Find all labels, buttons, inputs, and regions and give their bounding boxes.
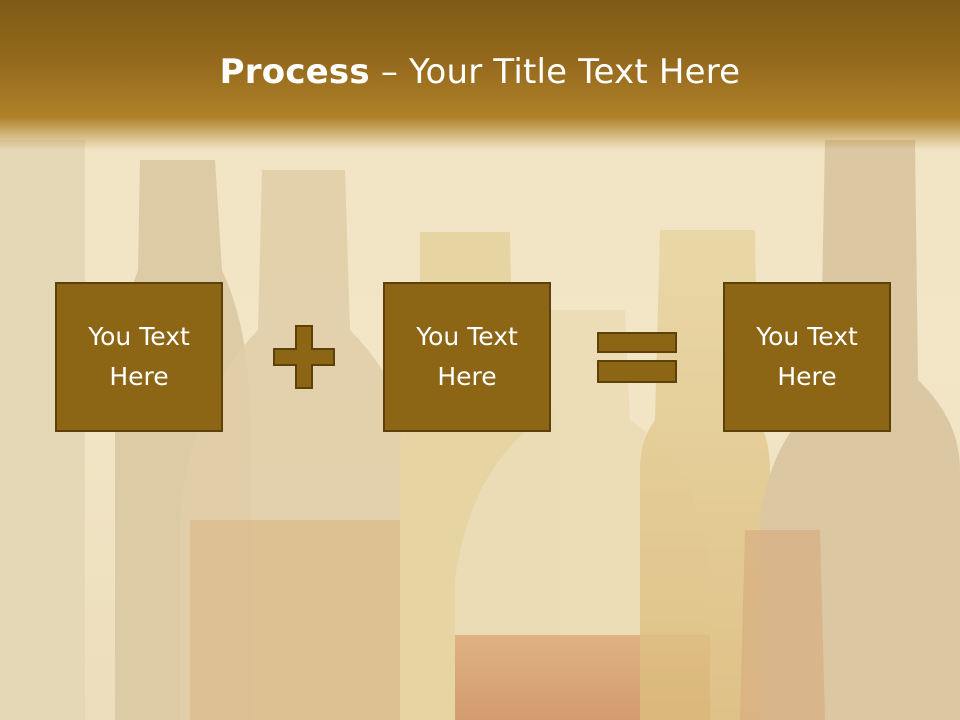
- process-box-2[interactable]: You Text Here: [383, 282, 551, 432]
- process-box-3[interactable]: You Text Here: [723, 282, 891, 432]
- process-box-1-text: You Text Here: [88, 322, 190, 391]
- plus-icon: [273, 325, 335, 389]
- slide-title: Process – Your Title Text Here: [0, 52, 960, 92]
- title-separator: –: [369, 52, 410, 92]
- title-bar: [0, 0, 960, 150]
- process-box-3-text: You Text Here: [756, 322, 858, 391]
- title-rest: Your Title Text Here: [409, 52, 741, 92]
- title-bold: Process: [219, 52, 370, 92]
- process-box-2-text: You Text Here: [416, 322, 518, 391]
- equals-icon: [597, 332, 677, 383]
- process-box-1[interactable]: You Text Here: [55, 282, 223, 432]
